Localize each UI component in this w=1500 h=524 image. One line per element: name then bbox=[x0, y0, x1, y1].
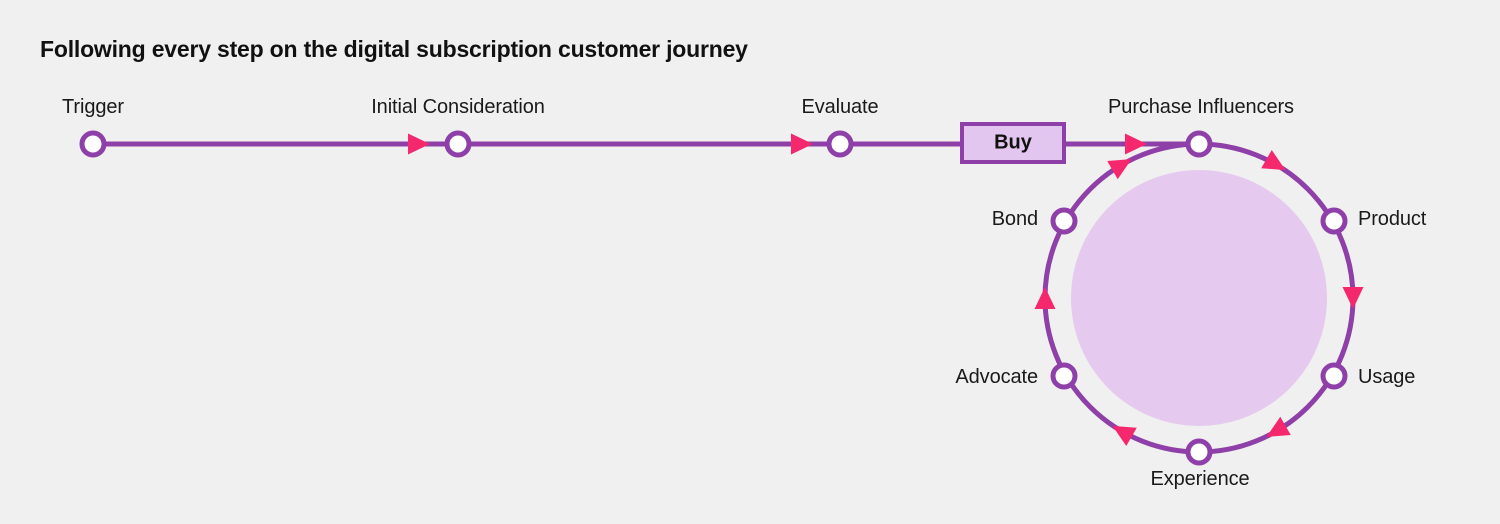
stage-label-evaluate: Evaluate bbox=[801, 96, 879, 118]
cycle-arrow-2 bbox=[1342, 287, 1364, 309]
stage-node-evaluate[interactable] bbox=[826, 130, 854, 158]
journey-arrow-2 bbox=[791, 133, 813, 155]
cycle-node-purchase-influencers[interactable] bbox=[1185, 130, 1213, 158]
journey-arrow-3 bbox=[1125, 133, 1147, 155]
stage-label-trigger: Trigger bbox=[62, 96, 124, 118]
page-title: Following every step on the digital subs… bbox=[40, 36, 748, 62]
cycle-arrow-1 bbox=[1261, 150, 1286, 171]
stage-label-initial-consideration: Initial Consideration bbox=[371, 96, 545, 118]
stage-node-initial-consideration[interactable] bbox=[444, 130, 472, 158]
cycle-node-bond[interactable] bbox=[1050, 207, 1078, 235]
cycle-inner-disc bbox=[1071, 170, 1327, 426]
cycle-arrow-3 bbox=[1266, 416, 1291, 437]
cycle-node-experience[interactable] bbox=[1185, 438, 1213, 466]
cycle-arrow-5 bbox=[1034, 287, 1056, 309]
buy-box-label: Buy bbox=[994, 131, 1032, 154]
cycle-label-usage: Usage bbox=[1358, 366, 1416, 388]
buy-box[interactable] bbox=[960, 122, 1066, 164]
cycle-label-purchase-influencers: Purchase Influencers bbox=[1108, 96, 1294, 118]
cycle-label-advocate: Advocate bbox=[955, 366, 1038, 388]
cycle-node-product[interactable] bbox=[1320, 207, 1348, 235]
cycle-label-experience: Experience bbox=[1150, 468, 1250, 490]
cycle-arrow-6 bbox=[1107, 159, 1132, 180]
journey-arrow-1 bbox=[408, 133, 430, 155]
cycle-arrow-4 bbox=[1112, 425, 1137, 446]
cycle-node-advocate[interactable] bbox=[1050, 362, 1078, 390]
cycle-node-usage[interactable] bbox=[1320, 362, 1348, 390]
stage-node-trigger[interactable] bbox=[79, 130, 107, 158]
cycle-label-product: Product bbox=[1358, 208, 1427, 230]
cycle-label-bond: Bond bbox=[991, 208, 1038, 230]
